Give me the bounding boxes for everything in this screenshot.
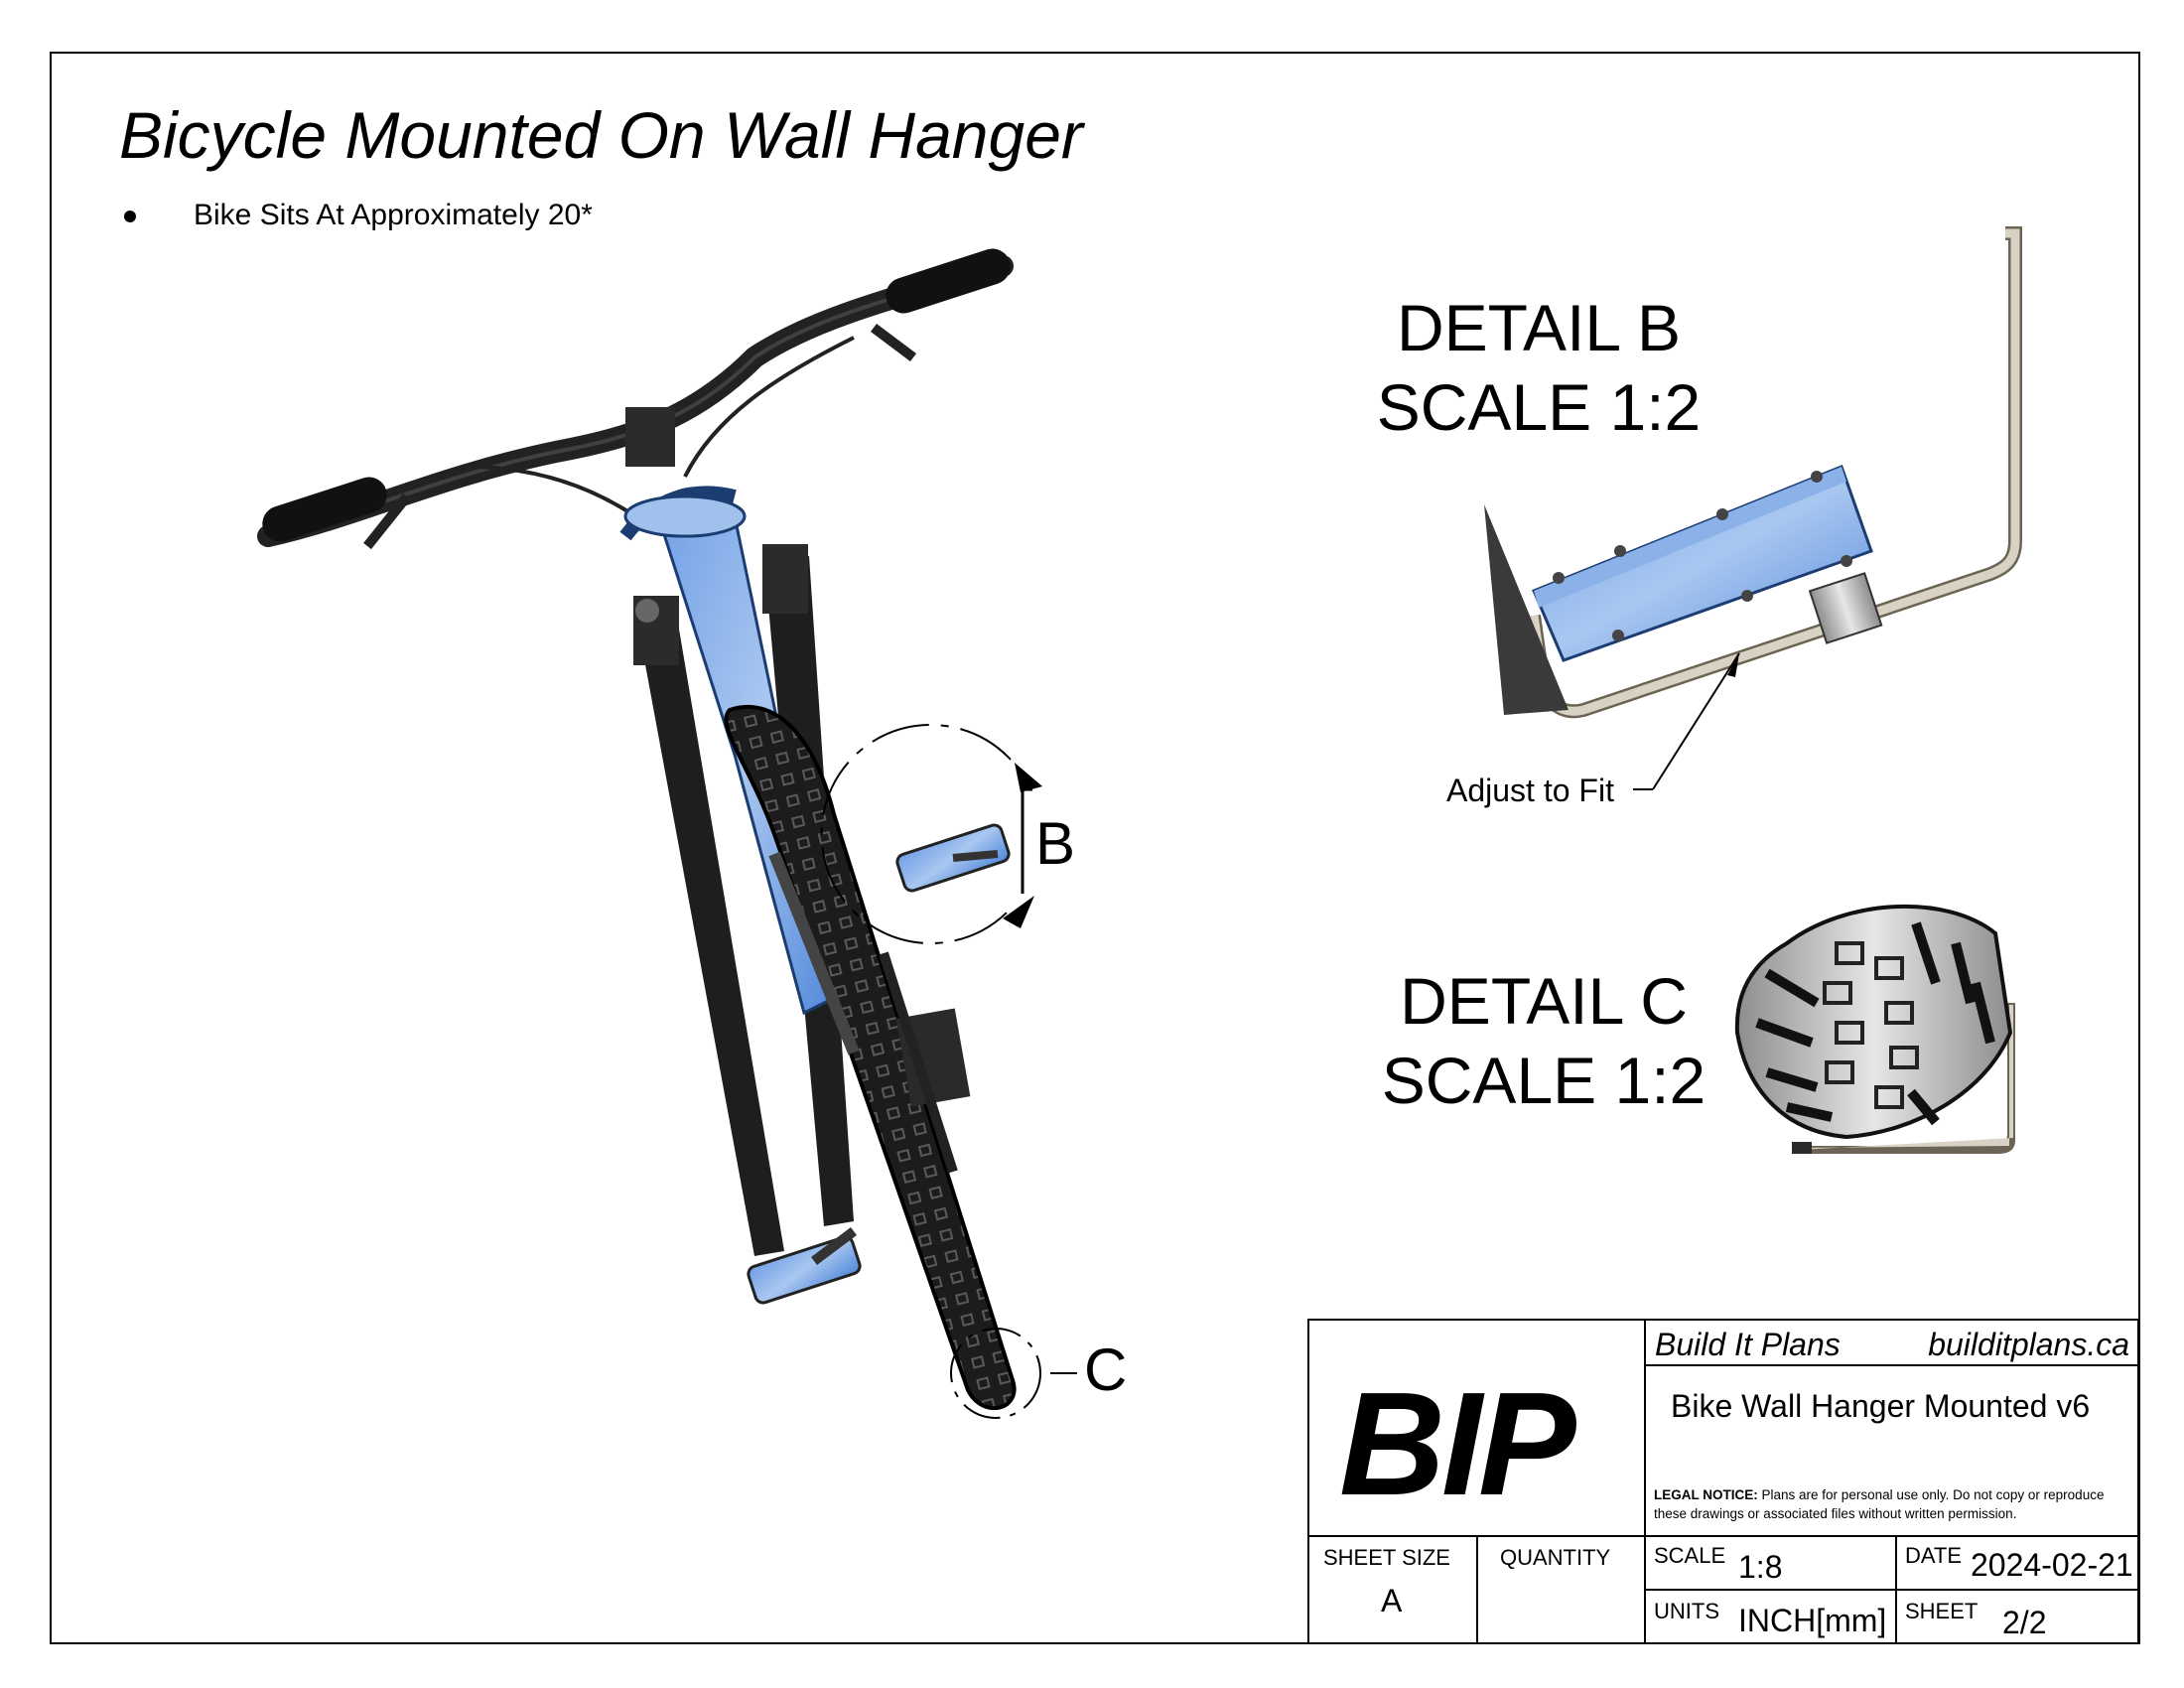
sheet-size-value: A (1381, 1583, 1403, 1618)
adjust-note: Adjust to Fit (1446, 773, 1614, 808)
drawing-name: Bike Wall Hanger Mounted v6 (1671, 1388, 2091, 1424)
legal-notice: LEGAL NOTICE: Plans are for personal use… (1654, 1485, 2135, 1523)
company-website: builditplans.ca (1928, 1327, 2129, 1362)
pedal-right (895, 823, 1011, 893)
detail-b-marker (820, 724, 1042, 944)
note-item: Bike Sits At Approximately 20* (124, 199, 593, 232)
sheet-label: SHEET (1905, 1599, 1979, 1623)
scale-label: SCALE (1654, 1543, 1726, 1568)
detail-c-view (1734, 904, 2015, 1154)
sheet-value: 2/2 (2002, 1605, 2047, 1640)
company-logo: BIP (1339, 1362, 1576, 1526)
detail-c-label: DETAIL C (1400, 964, 1688, 1038)
detail-c-scale: SCALE 1:2 (1381, 1044, 1706, 1117)
units-value: INCH[mm] (1738, 1603, 1887, 1638)
detail-b-view (1484, 226, 2022, 790)
drawing-title: Bicycle Mounted On Wall Hanger (119, 98, 1083, 172)
front-tire (724, 704, 1017, 1410)
company-name: Build It Plans (1655, 1327, 1841, 1362)
detail-c-title: DETAIL C SCALE 1:2 (1375, 961, 1712, 1120)
handlebar (257, 248, 1014, 550)
date-label: DATE (1905, 1543, 1963, 1568)
title-block: BIP Build It Plans builditplans.ca Bike … (1307, 1319, 2139, 1644)
detail-b-title: DETAIL B SCALE 1:2 (1370, 288, 1707, 447)
drawing-border (50, 52, 2140, 1644)
legal-label: LEGAL NOTICE: (1654, 1487, 1758, 1502)
sheet-size-label: SHEET SIZE (1323, 1545, 1450, 1570)
units-label: UNITS (1654, 1599, 1719, 1623)
scale-value: 1:8 (1738, 1549, 1783, 1585)
callout-c: C (1084, 1336, 1128, 1403)
detail-b-scale: SCALE 1:2 (1376, 370, 1702, 444)
bullet-icon (124, 211, 136, 223)
quantity-label: QUANTITY (1500, 1545, 1611, 1570)
detail-c-marker (950, 1328, 1077, 1419)
pedal-left (747, 1227, 862, 1305)
legal-text: Plans are for personal use only. Do not … (1654, 1487, 2105, 1521)
detail-b-label: DETAIL B (1396, 291, 1682, 364)
note-text: Bike Sits At Approximately 20* (194, 199, 593, 231)
callout-b: B (1035, 810, 1076, 877)
date-value: 2024-02-21 (1971, 1547, 2133, 1583)
drivetrain (768, 851, 971, 1174)
